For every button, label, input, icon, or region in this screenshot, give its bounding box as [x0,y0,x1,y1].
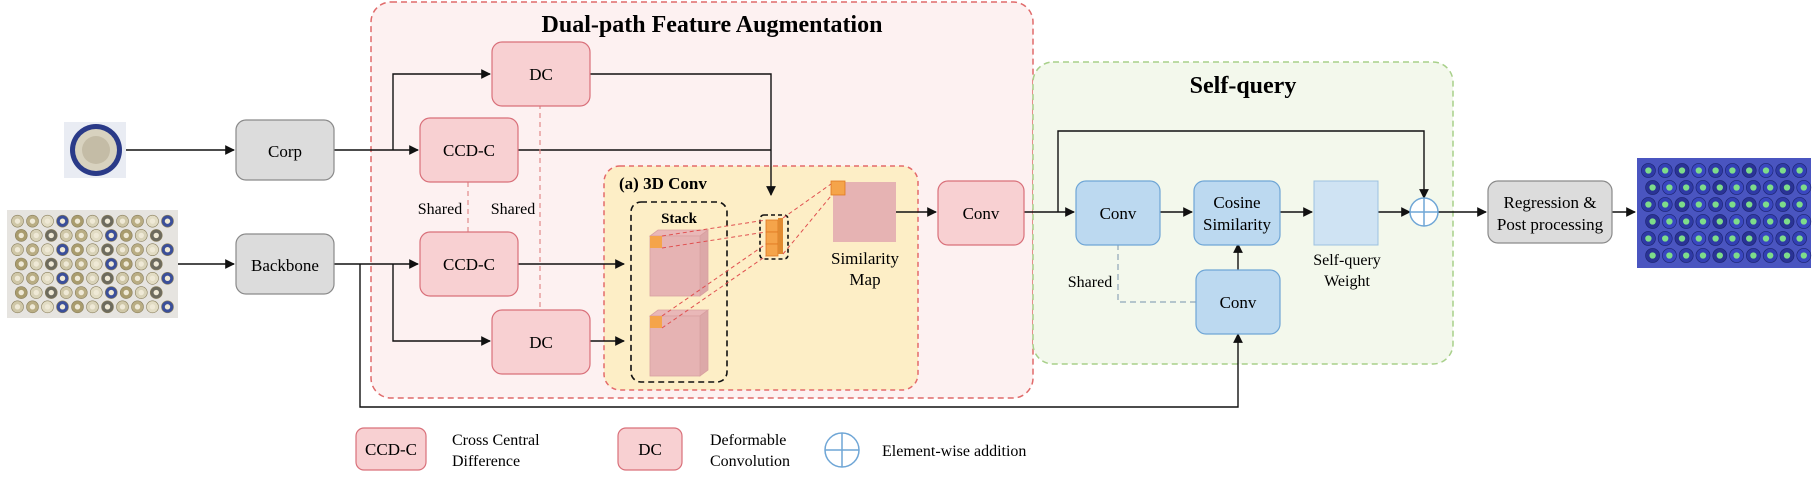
legend-ccdc-desc-1: Cross Central [452,432,540,449]
kernel-cubes [765,218,783,257]
sq-cosine-box [1193,180,1281,246]
proj-line-5 [782,183,832,219]
similarity-label-1: Similarity [831,249,900,268]
edge-backbone-dcbottom [392,264,491,346]
stack-kernel-top [650,236,662,248]
ccdc-top-label: CCD-C [443,141,495,160]
similarity-kernel [830,180,846,196]
sq-conv2-label: Conv [1220,293,1257,312]
legend-dc-desc-2: Convolution [710,453,790,470]
dc-top-label: DC [529,65,553,84]
legend-ccdc-desc-2: Difference [452,453,520,470]
legend-ccdc-box-label: CCD-C [365,440,417,459]
sq-conv2-box [1195,269,1281,335]
selfquery-weight-label-1: Self-query [1313,252,1381,269]
proj-line-2 [661,231,767,249]
shared-line-sq [1117,244,1196,303]
sq-cosine-label-1: Cosine [1213,193,1260,212]
edge-bypass-add [1057,130,1429,212]
sq-conv-label: Conv [1100,204,1137,223]
ccdc-bottom-label: CCD-C [443,255,495,274]
legend-dc-desc-1: Deformable [710,432,786,449]
shared-label-right: Shared [491,201,535,218]
input-crop-image [64,122,126,178]
self-query-title: Self-query [1190,73,1297,99]
ccdc-top-box [419,117,519,183]
dc-bottom-box [491,309,591,375]
stack-label: Stack [661,211,697,227]
dc-bottom-label: DC [529,333,553,352]
conv-mid-label: Conv [963,204,1000,223]
corp-label: Corp [268,142,302,161]
shared-label-left: Shared [418,201,462,218]
regression-box [1487,180,1613,244]
similarity-label-2: Map [849,270,880,289]
regression-label-1: Regression & [1503,193,1596,212]
ccdc-bottom-box [419,231,519,297]
legend-dc-box-label: DC [638,440,662,459]
legend-add-desc: Element-wise addition [882,443,1026,460]
proj-line-1 [661,219,767,237]
legend-ccdc-box [355,427,427,471]
edge-dctop-cube [590,73,776,196]
kernel-box [759,214,789,260]
element-wise-add-icon [1409,197,1439,227]
sq-cosine-label-2: Similarity [1203,215,1272,234]
conv-mid-box [937,180,1025,246]
input-full-image [7,210,178,318]
dc-top-box [491,41,591,107]
proj-line-4 [661,255,767,329]
conv3d-title: (a) 3D Conv [619,174,707,193]
edge-corp-dctop [392,69,491,150]
proj-line-6 [782,195,832,255]
legend-dc-box [617,427,683,471]
edge-backbone-sqconv [359,264,1243,408]
dual-path-title: Dual-path Feature Augmentation [542,12,883,38]
sq-conv-box [1075,180,1161,246]
legend-add-icon [824,432,860,468]
regression-label-2: Post processing [1497,215,1604,234]
corp-box [235,119,335,181]
shared-label-sq: Shared [1068,274,1112,291]
selfquery-weight-label-2: Weight [1324,273,1370,290]
stack-box [630,201,728,383]
backbone-label: Backbone [251,256,319,275]
backbone-box [235,233,335,295]
output-image [1637,158,1812,268]
stack-kernel-bottom [650,316,662,328]
selfquery-weight-box [1313,180,1379,246]
proj-line-3 [661,243,767,317]
